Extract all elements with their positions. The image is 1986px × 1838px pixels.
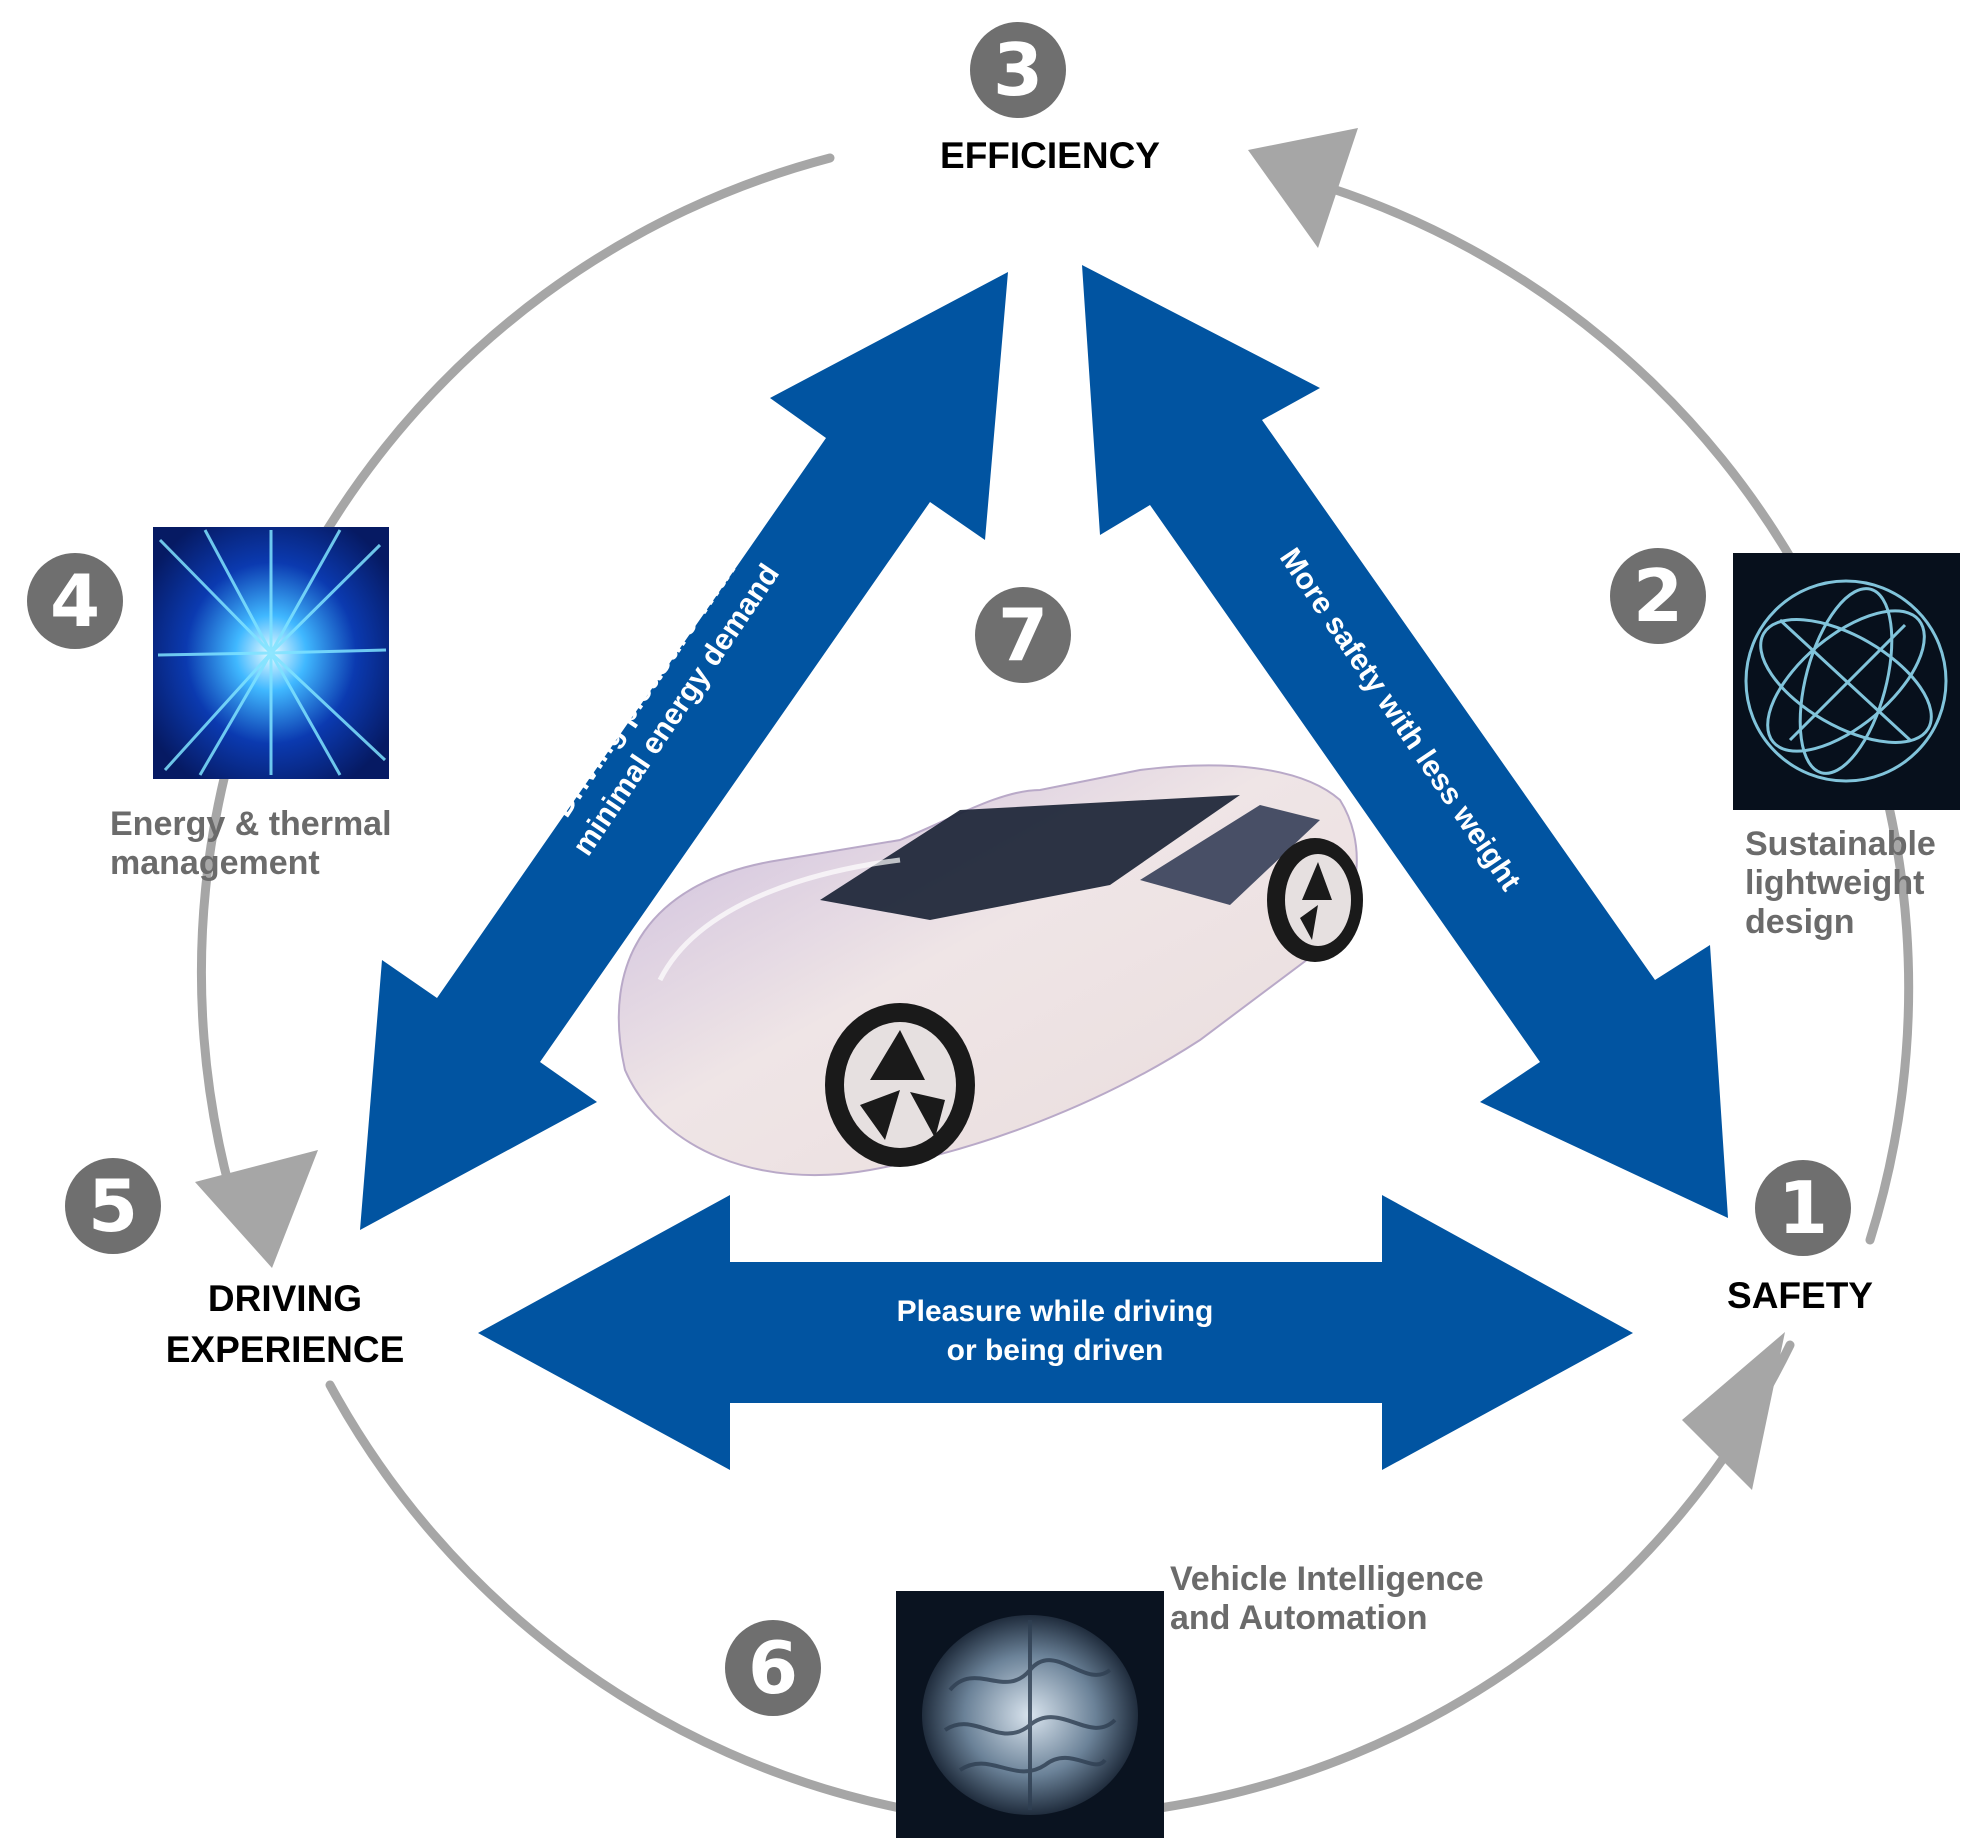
energy-thermal-label: Energy & thermal management (110, 805, 392, 883)
badge-5: 5 (65, 1158, 161, 1254)
driving-label-line1: DRIVING (207, 1278, 363, 1319)
badge-7: 7 (975, 587, 1071, 683)
energy-line1: Energy & thermal (110, 805, 392, 843)
energy-line2: management (110, 844, 320, 883)
arrow-bottom-text: Pleasure while driving or being driven (830, 1292, 1280, 1370)
arrowhead-to-safety (1682, 1332, 1785, 1490)
arrow-efficiency-safety (1082, 265, 1728, 1218)
arrow-driving-safety (478, 1195, 1633, 1470)
wire-sphere-icon (1733, 553, 1960, 810)
lightweight-line3: design (1745, 903, 1855, 942)
badge-1: 1 (1755, 1160, 1851, 1256)
lightweight-design-label: Sustainable lightweight design (1745, 825, 1936, 942)
intelligence-line1: Vehicle Intelligence (1170, 1560, 1484, 1598)
efficiency-label: EFFICIENCY (940, 135, 1160, 176)
vehicle-intelligence-label: Vehicle Intelligence and Automation (1170, 1560, 1484, 1638)
driving-label-line2: EXPERIENCE (165, 1328, 405, 1370)
arrowhead-to-driving (195, 1150, 318, 1268)
driving-experience-label: DRIVING EXPERIENCE (130, 1278, 440, 1371)
concept-car-image (617, 764, 1363, 1177)
arrow-bottom-line1: Pleasure while driving (896, 1295, 1214, 1328)
badge-3: 3 (970, 22, 1066, 118)
badge-2: 2 (1610, 548, 1706, 644)
lightweight-line1: Sustainable (1745, 825, 1936, 863)
arrowhead-to-efficiency (1248, 128, 1358, 248)
safety-label: SAFETY (1727, 1275, 1873, 1316)
brain-icon (896, 1591, 1164, 1838)
badge-6: 6 (725, 1620, 821, 1716)
intelligence-line2: and Automation (1170, 1599, 1428, 1638)
light-speed-burst-icon (153, 527, 389, 779)
lightweight-line2: lightweight (1745, 864, 1925, 903)
blue-arrows (360, 265, 1728, 1470)
badge-4: 4 (27, 553, 123, 649)
ring-arrowheads (195, 128, 1785, 1490)
arrow-bottom-line2: or being driven (946, 1334, 1164, 1367)
arrow-efficiency-driving (360, 272, 1008, 1230)
